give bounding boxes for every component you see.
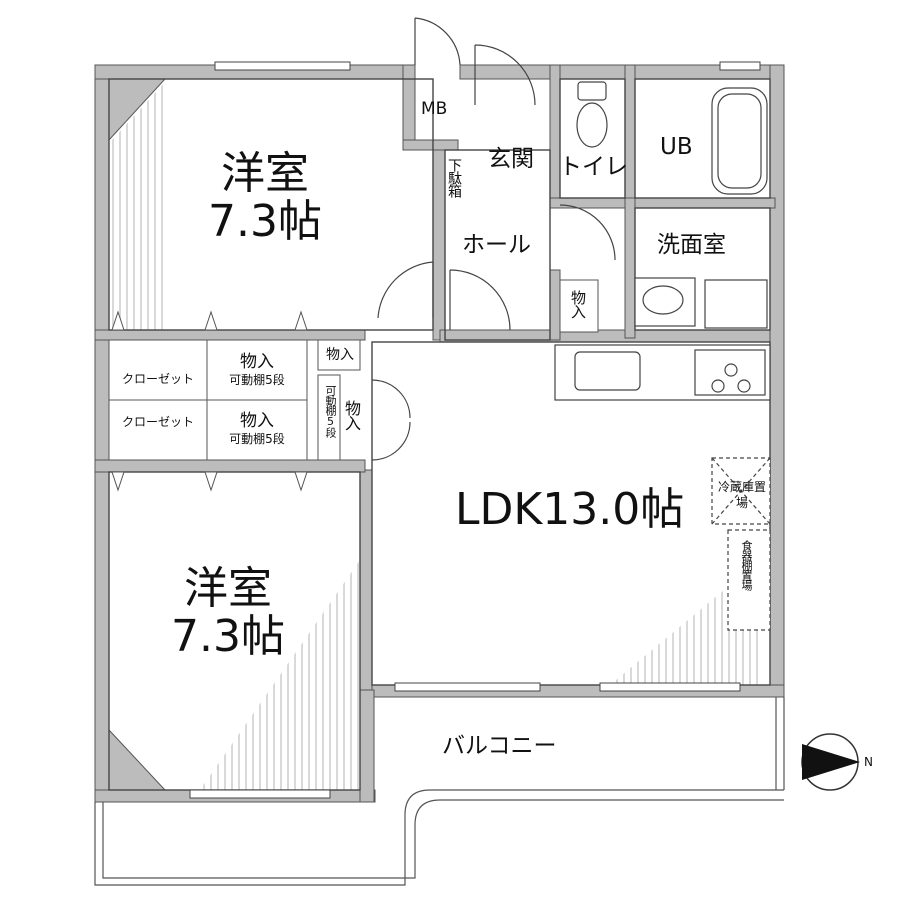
store-wash: 物入 bbox=[569, 290, 587, 318]
room-size: 7.3帖 bbox=[208, 196, 322, 248]
room-ldk: LDK13.0帖 bbox=[455, 484, 685, 535]
door-swings bbox=[371, 17, 616, 461]
store-north: 物入 可動棚5段 bbox=[207, 352, 307, 387]
room-western-north: 洋室 7.3帖 bbox=[200, 148, 330, 248]
closet-south: クローゼット bbox=[121, 415, 194, 429]
room-hall: ホール bbox=[462, 232, 531, 258]
compass-north-label: N bbox=[864, 755, 873, 769]
flooring bbox=[112, 82, 760, 790]
fridge-space: 冷蔵庫置場 bbox=[717, 480, 766, 510]
store-south: 物入 可動棚5段 bbox=[207, 411, 307, 446]
shoe-box: 下駄箱 bbox=[446, 158, 462, 197]
store-label: 物入 bbox=[240, 352, 274, 372]
compass bbox=[801, 733, 860, 791]
room-size: 7.3帖 bbox=[171, 611, 285, 663]
store-note: 可動棚5段 bbox=[229, 373, 285, 387]
room-western-south: 洋室 7.3帖 bbox=[163, 563, 293, 663]
store-vertical-note: 可動棚5段 bbox=[324, 385, 337, 437]
store-vertical-label: 物入 bbox=[342, 400, 361, 430]
room-name: 洋室 bbox=[221, 148, 309, 199]
closet-north: クローゼット bbox=[121, 372, 194, 386]
windows bbox=[189, 61, 761, 799]
fixtures bbox=[554, 81, 771, 631]
meter-box: MB bbox=[421, 99, 448, 119]
store-label: 物入 bbox=[240, 411, 274, 431]
cupboard-space: 食器棚置場 bbox=[740, 540, 753, 590]
room-unit-bath: UB bbox=[660, 134, 693, 160]
closet-markers bbox=[111, 310, 308, 492]
room-entrance: 玄関 bbox=[488, 146, 534, 172]
room-washroom: 洗面室 bbox=[657, 232, 726, 258]
balcony-outline bbox=[94, 697, 785, 886]
storage-band bbox=[108, 279, 599, 461]
room-toilet: トイレ bbox=[559, 154, 628, 180]
store-note: 可動棚5段 bbox=[229, 432, 285, 446]
balcony-label: バルコニー bbox=[442, 733, 557, 759]
room-name: 洋室 bbox=[184, 563, 272, 614]
store-small: 物入 bbox=[326, 347, 354, 363]
